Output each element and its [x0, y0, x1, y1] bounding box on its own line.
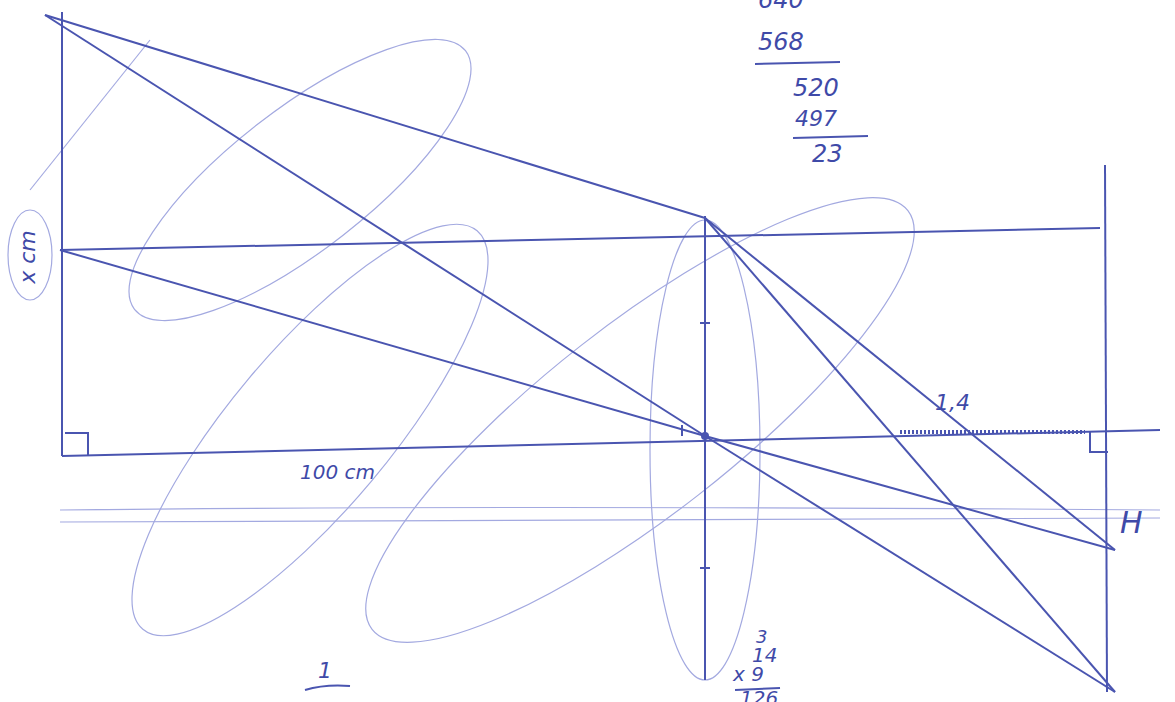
handwritten-note: x 9: [733, 664, 764, 684]
handwritten-note: 497: [795, 108, 837, 130]
handwritten-note: 1,4: [935, 392, 970, 414]
handwritten-note: x cm: [17, 230, 39, 284]
handwritten-note: 640: [758, 0, 804, 12]
handwritten-note: 520: [793, 76, 839, 100]
handwritten-note: 126: [740, 688, 778, 702]
handwritten-note: 100 cm: [300, 462, 375, 482]
handwritten-note: 14: [752, 645, 777, 665]
handwritten-note: 1: [318, 660, 332, 682]
handwritten-note: 568: [758, 30, 804, 54]
handwritten-note: 23: [812, 142, 843, 166]
handwritten-note: 3: [756, 628, 767, 646]
handwritten-note: H: [1120, 508, 1143, 538]
